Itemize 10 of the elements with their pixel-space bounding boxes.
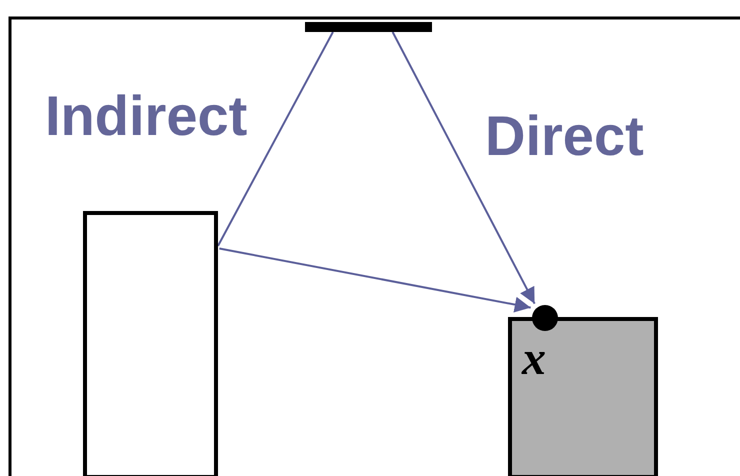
- point-dot: [532, 305, 558, 331]
- arrow: [219, 248, 531, 312]
- light-ray-line: [217, 32, 334, 246]
- point-label: x: [522, 335, 546, 383]
- building-block: [508, 317, 658, 476]
- light-source-bar: [305, 22, 432, 32]
- illumination-label: Indirect: [45, 88, 248, 144]
- illumination-label: Direct: [485, 108, 644, 164]
- building-block: [83, 211, 218, 476]
- arrow: [392, 32, 536, 304]
